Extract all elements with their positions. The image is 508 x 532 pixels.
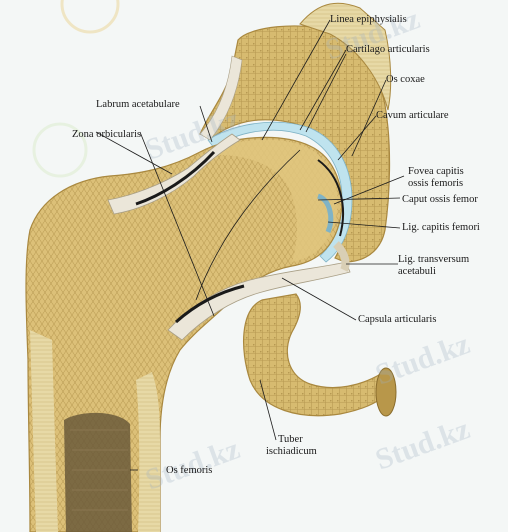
label-labrum-acetabulare: Labrum acetabulare — [96, 99, 180, 110]
shaft-cortex-left — [30, 330, 58, 532]
label-os-femoris: Os femoris — [166, 465, 212, 476]
cavum-articulare-upper — [135, 150, 216, 206]
label-lig-transversum-line2: acetabuli — [398, 266, 436, 277]
capsula-articularis-lower — [167, 261, 351, 341]
label-tuber-line2: ischiadicum — [266, 446, 317, 457]
label-os-coxae: Os coxae — [386, 74, 425, 85]
shaft-cortex-right — [136, 372, 160, 532]
leader-lines — [95, 19, 405, 471]
label-fovea-capitis-line2: ossis femoris — [408, 178, 463, 189]
label-cartilago-articularis: Cartilago articularis — [346, 44, 430, 55]
marrow-texture — [70, 429, 128, 511]
label-linea-epiphysialis: Linea epiphysialis — [330, 14, 407, 25]
label-zona-orbicularis: Zona orbicularis — [72, 129, 141, 140]
marrow-cavity-shape — [64, 412, 132, 532]
labrum-acetabulare-shape — [199, 55, 243, 141]
label-capsula-articularis: Capsula articularis — [358, 314, 436, 325]
label-cavum-articulare: Cavum articulare — [376, 110, 449, 121]
lig-capitis-femoris-shape — [316, 193, 334, 233]
label-fovea-capitis-line1: Fovea capitis — [408, 166, 464, 177]
label-lig-capitis-femoris: Lig. capitis femori — [402, 222, 480, 233]
linea-epiphysialis-shape — [195, 149, 301, 301]
lig-transversum-shape — [333, 241, 350, 272]
cavum-articulare-lower — [174, 284, 245, 324]
ilium-upper-shape — [299, 2, 392, 111]
label-tuber-line1: Tuber — [278, 434, 303, 445]
tuber-cut-surface — [375, 367, 397, 417]
caput-ossis-femoris-shape — [200, 139, 338, 262]
capsula-articularis-upper — [107, 133, 241, 215]
cavum-articulare-right — [317, 159, 344, 237]
label-caput-ossis-femoris: Caput ossis femor — [402, 194, 478, 205]
label-lig-transversum-line1: Lig. transversum — [398, 254, 469, 265]
